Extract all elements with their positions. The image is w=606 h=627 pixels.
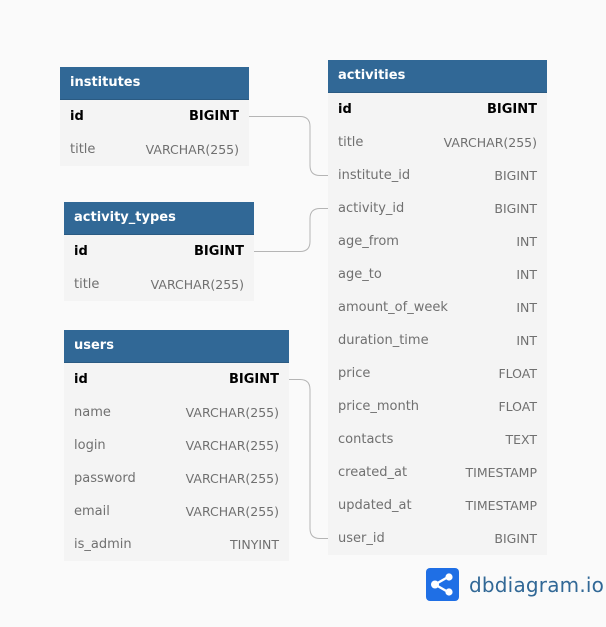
table-header[interactable]: activities <box>328 60 547 93</box>
field-row-title[interactable]: title VARCHAR(255) <box>60 133 249 166</box>
field-name: id <box>338 102 352 117</box>
field-row-id[interactable]: id BIGINT <box>328 93 547 126</box>
field-row-created-at[interactable]: created_at TIMESTAMP <box>328 456 547 489</box>
table-header[interactable]: institutes <box>60 67 249 100</box>
field-row-id[interactable]: id BIGINT <box>64 363 289 396</box>
field-name: id <box>70 109 84 124</box>
field-type: INT <box>516 267 537 282</box>
field-name: duration_time <box>338 333 429 348</box>
field-type: BIGINT <box>188 109 239 124</box>
field-row-updated-at[interactable]: updated_at TIMESTAMP <box>328 489 547 522</box>
field-row-amount-of-week[interactable]: amount_of_week INT <box>328 291 547 324</box>
field-name: email <box>74 504 110 519</box>
field-name: title <box>74 277 100 292</box>
field-row-password[interactable]: password VARCHAR(255) <box>64 462 289 495</box>
field-type: TINYINT <box>230 537 279 552</box>
field-name: updated_at <box>338 498 412 513</box>
field-type: VARCHAR(255) <box>150 277 244 292</box>
field-type: BIGINT <box>193 244 244 259</box>
brand[interactable]: dbdiagram.io <box>426 568 604 601</box>
field-name: id <box>74 372 88 387</box>
relation-line[interactable] <box>249 116 328 176</box>
field-row-price-month[interactable]: price_month FLOAT <box>328 390 547 423</box>
field-type: VARCHAR(255) <box>185 405 279 420</box>
field-type: VARCHAR(255) <box>443 135 537 150</box>
field-type: FLOAT <box>498 399 537 414</box>
relation-line[interactable] <box>254 208 328 252</box>
field-type: INT <box>516 234 537 249</box>
field-name: password <box>74 471 136 486</box>
field-row-duration-time[interactable]: duration_time INT <box>328 324 547 357</box>
field-name: age_from <box>338 234 399 249</box>
field-type: VARCHAR(255) <box>185 438 279 453</box>
field-type: BIGINT <box>494 531 537 546</box>
table-activity-types[interactable]: activity_types id BIGINT title VARCHAR(255) <box>64 202 254 301</box>
field-name: amount_of_week <box>338 300 448 315</box>
field-type: VARCHAR(255) <box>185 471 279 486</box>
field-type: INT <box>516 300 537 315</box>
field-name: contacts <box>338 432 394 447</box>
field-name: title <box>70 142 96 157</box>
field-type: TIMESTAMP <box>465 498 537 513</box>
field-name: login <box>74 438 106 453</box>
field-type: BIGINT <box>228 372 279 387</box>
field-type: TEXT <box>505 432 537 447</box>
field-name: name <box>74 405 111 420</box>
field-row-age-to[interactable]: age_to INT <box>328 258 547 291</box>
field-row-name[interactable]: name VARCHAR(255) <box>64 396 289 429</box>
field-name: title <box>338 135 364 150</box>
field-type: INT <box>516 333 537 348</box>
field-row-login[interactable]: login VARCHAR(255) <box>64 429 289 462</box>
field-type: BIGINT <box>494 168 537 183</box>
field-type: VARCHAR(255) <box>185 504 279 519</box>
table-header[interactable]: users <box>64 330 289 363</box>
field-name: user_id <box>338 531 385 546</box>
field-row-activity-id[interactable]: activity_id BIGINT <box>328 192 547 225</box>
field-name: price <box>338 366 371 381</box>
field-name: activity_id <box>338 201 405 216</box>
field-name: age_to <box>338 267 382 282</box>
table-institutes[interactable]: institutes id BIGINT title VARCHAR(255) <box>60 67 249 166</box>
table-header[interactable]: activity_types <box>64 202 254 235</box>
field-name: is_admin <box>74 537 132 552</box>
field-name: created_at <box>338 465 408 480</box>
field-type: BIGINT <box>494 201 537 216</box>
field-row-contacts[interactable]: contacts TEXT <box>328 423 547 456</box>
field-type: BIGINT <box>486 102 537 117</box>
field-row-email[interactable]: email VARCHAR(255) <box>64 495 289 528</box>
field-type: FLOAT <box>498 366 537 381</box>
relation-line[interactable] <box>289 379 328 539</box>
field-row-user-id[interactable]: user_id BIGINT <box>328 522 547 555</box>
field-row-institute-id[interactable]: institute_id BIGINT <box>328 159 547 192</box>
field-row-id[interactable]: id BIGINT <box>64 235 254 268</box>
field-name: institute_id <box>338 168 411 183</box>
field-row-age-from[interactable]: age_from INT <box>328 225 547 258</box>
brand-name: dbdiagram.io <box>469 572 605 597</box>
field-name: id <box>74 244 88 259</box>
field-row-id[interactable]: id BIGINT <box>60 100 249 133</box>
field-row-title[interactable]: title VARCHAR(255) <box>64 268 254 301</box>
field-row-is-admin[interactable]: is_admin TINYINT <box>64 528 289 561</box>
field-row-title[interactable]: title VARCHAR(255) <box>328 126 547 159</box>
field-type: TIMESTAMP <box>465 465 537 480</box>
field-row-price[interactable]: price FLOAT <box>328 357 547 390</box>
field-type: VARCHAR(255) <box>145 142 239 157</box>
dbdiagram-logo-icon <box>426 568 459 601</box>
field-name: price_month <box>338 399 420 414</box>
